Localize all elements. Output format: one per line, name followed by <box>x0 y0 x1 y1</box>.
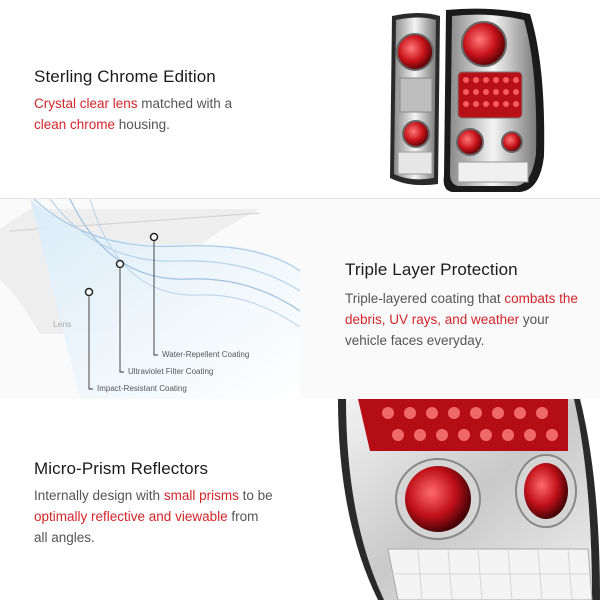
section-description: Crystal clear lens matched with a clean … <box>34 93 264 135</box>
callout-water-repellent: Water-Repellent Coating <box>162 350 250 359</box>
section-sterling-chrome: Sterling Chrome Edition Crystal clear le… <box>0 0 600 197</box>
highlight-text: small prisms <box>163 488 239 503</box>
layer-marker-water <box>149 232 159 242</box>
highlight-text: optimally reflective and viewable <box>34 509 228 524</box>
body-text: housing. <box>115 117 170 132</box>
section-description: Triple-layered coating that combats the … <box>345 288 585 351</box>
body-text: to be <box>238 488 273 503</box>
tail-light-pair-image <box>390 8 545 192</box>
layer-marker-impact <box>84 287 94 297</box>
callout-impact-resistant: Impact-Resistant Coating <box>97 384 187 393</box>
body-text: matched with a <box>137 96 233 111</box>
coating-layers-diagram <box>0 199 301 399</box>
lens-label: Lens <box>53 319 72 329</box>
highlight-text: Crystal clear lens <box>34 96 138 111</box>
tail-light-closeup-image <box>338 399 600 600</box>
highlight-text: clean chrome <box>34 117 116 132</box>
section-triple-layer: Lens Water-Repellent Coating Ultraviolet… <box>0 198 600 400</box>
highlight-text: combats the debris, UV rays, and weather <box>345 291 578 327</box>
section-title: Triple Layer Protection <box>345 260 518 279</box>
section-description: Internally design with small prisms to b… <box>34 485 274 548</box>
layer-marker-uv <box>115 259 125 269</box>
body-text: Triple-layered coating that <box>345 291 505 306</box>
section-title: Sterling Chrome Edition <box>34 67 216 86</box>
body-text: from all angles. <box>34 509 259 545</box>
callout-uv-filter: Ultraviolet Filter Coating <box>128 367 214 376</box>
body-text: your vehicle faces everyday. <box>345 312 550 348</box>
section-micro-prism: Micro-Prism Reflectors Internally design… <box>0 399 600 600</box>
body-text: Internally design with <box>34 488 164 503</box>
section-title: Micro-Prism Reflectors <box>34 459 209 478</box>
